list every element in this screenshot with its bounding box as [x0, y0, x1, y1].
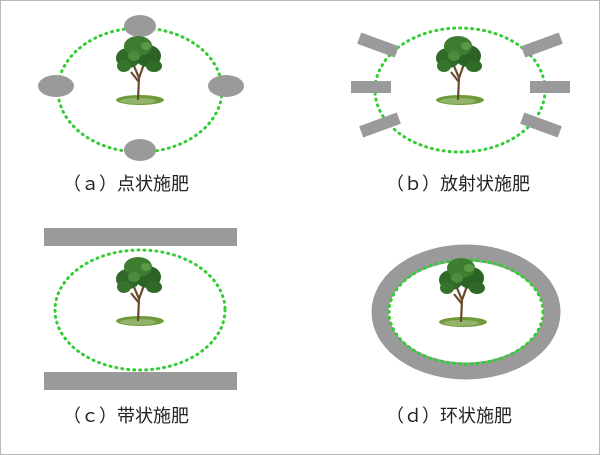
panel-d-ring-fertilization — [371, 244, 561, 380]
fertilizer-spot-bottom — [124, 139, 156, 161]
caption-panel-b: （ｂ）放射状施肥 — [386, 174, 530, 195]
tree-icon — [434, 34, 486, 107]
fertilizer-band-bottom — [44, 372, 237, 390]
caption-panel-d: （ｄ）环状施肥 — [386, 406, 512, 427]
panel-a-point-fertilization — [38, 15, 244, 161]
fertilizer-trench — [520, 112, 562, 138]
fertilizer-trench — [359, 112, 401, 138]
fertilizer-ring — [371, 244, 561, 380]
fertilizer-band-top — [44, 228, 237, 246]
tree-icon — [437, 256, 489, 329]
fertilizer-trench — [521, 32, 563, 58]
tree-icon — [114, 255, 166, 328]
caption-panel-c: （ｃ）带状施肥 — [63, 406, 189, 427]
fertilizer-spot-right — [208, 75, 244, 97]
panel-c-band-fertilization — [44, 228, 237, 390]
fertilizer-spot-top — [124, 15, 156, 37]
panel-b-radial-fertilization — [351, 26, 570, 154]
caption-panel-a: （ａ）点状施肥 — [63, 174, 189, 195]
drip-line-ring — [53, 248, 227, 372]
tree-icon — [114, 34, 166, 107]
fertilizer-spot-left — [38, 75, 74, 97]
fertilizer-trench — [351, 81, 391, 93]
fertilizer-trench — [357, 32, 399, 58]
fertilizer-trench — [530, 81, 570, 93]
